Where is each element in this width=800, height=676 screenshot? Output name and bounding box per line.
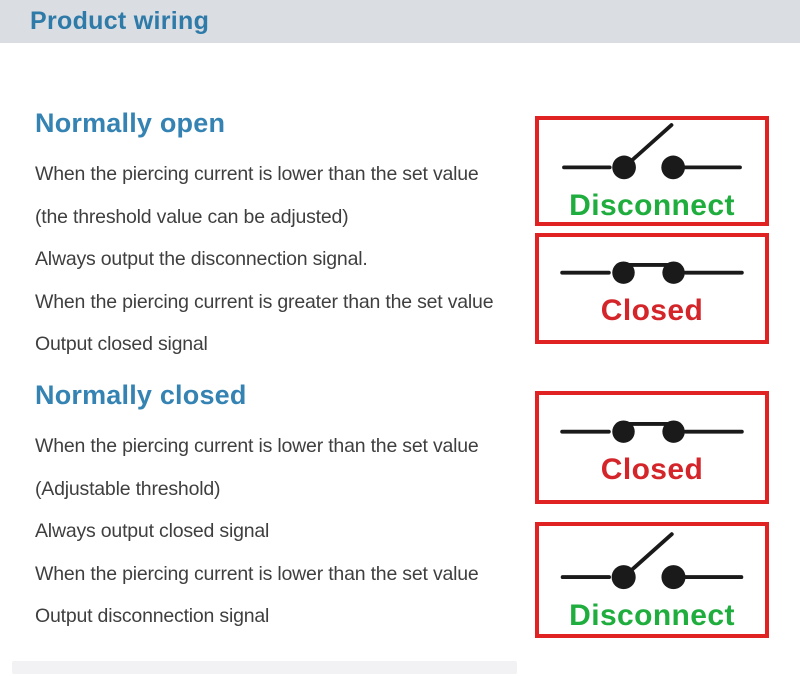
diagram-box-disconnect-2: Disconnect <box>535 522 769 638</box>
section-heading: Normally open <box>35 108 226 138</box>
description-line: Always output closed signal <box>35 520 270 542</box>
description-line: Always output the disconnection signal. <box>35 248 368 270</box>
diagram-box-closed-1: Closed <box>535 233 769 344</box>
description-line: When the piercing current is lower than … <box>35 562 479 585</box>
diagram-box-disconnect-1: Disconnect <box>535 116 769 226</box>
page-title: Product wiring <box>30 7 210 35</box>
section-heading: Normally closed <box>35 380 247 410</box>
header-bar: Product wiring <box>0 0 800 43</box>
description-line: Output closed signal <box>35 333 208 355</box>
closed-switch-icon <box>560 420 744 443</box>
section-normally-closed: Normally closed When the piercing curren… <box>35 380 540 649</box>
description-line: When the piercing current is lower than … <box>35 435 479 457</box>
section-normally-open: Normally open When the piercing current … <box>35 108 540 377</box>
description-line: When the piercing current is greater tha… <box>35 290 494 313</box>
open-switch-icon <box>562 123 742 180</box>
closed-switch-icon <box>560 261 744 284</box>
description-line: (the threshold value can be adjusted) <box>35 205 349 228</box>
state-label: Disconnect <box>569 598 735 632</box>
state-label: Disconnect <box>569 189 735 222</box>
open-switch-icon <box>560 531 744 589</box>
description-line: Output disconnection signal <box>35 605 270 627</box>
description-line: (Adjustable threshold) <box>35 477 221 500</box>
state-label: Closed <box>600 453 704 486</box>
bottom-divider <box>12 661 517 674</box>
state-label: Closed <box>600 294 704 327</box>
diagram-box-closed-2: Closed <box>535 391 769 504</box>
description-line: When the piercing current is lower than … <box>35 163 479 185</box>
